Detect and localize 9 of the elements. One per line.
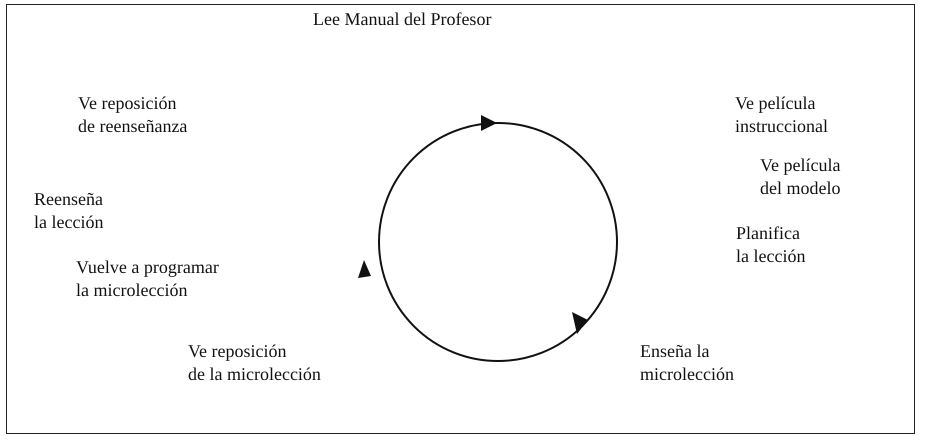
step-label: Reenseña la lección <box>34 188 104 234</box>
step-label: Lee Manual del Profesor <box>313 8 492 31</box>
step-label: Enseña la microlección <box>640 340 734 386</box>
step-label: Vuelve a programar la microlección <box>76 256 219 302</box>
step-label: Ve película instruccional <box>735 92 828 138</box>
step-label: Planifica la lección <box>736 222 806 268</box>
step-label: Ve reposición de la microlección <box>188 340 321 386</box>
step-label: Ve película del modelo <box>760 154 840 200</box>
step-label: Ve reposición de reenseñanza <box>78 92 188 138</box>
